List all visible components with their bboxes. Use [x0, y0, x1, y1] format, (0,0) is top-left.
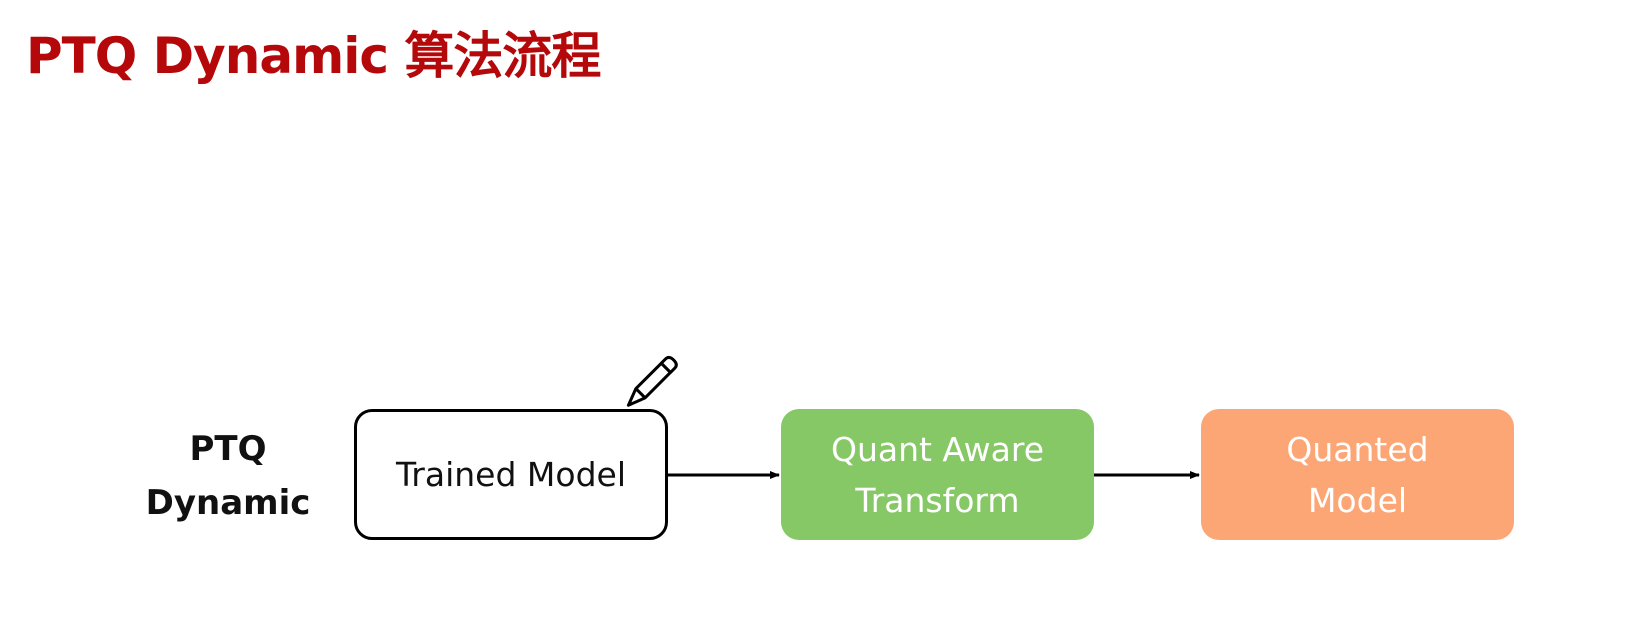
node-trained-model: Trained Model [354, 409, 668, 540]
node-trained-model-label: Trained Model [395, 455, 626, 494]
node-quanted-model: Quanted Model [1201, 409, 1514, 540]
row-label: PTQ Dynamic [128, 422, 328, 530]
node-quanted-label-line-1: Quanted [1286, 429, 1429, 469]
node-quant-aware-transform: Quant Aware Transform [781, 409, 1094, 540]
node-quanted-label-line-2: Model [1307, 480, 1408, 520]
pencil-icon[interactable] [610, 348, 690, 418]
row-label-line: PTQ [189, 429, 267, 469]
node-qat-label-line-2: Transform [855, 480, 1020, 520]
row-label-line: Dynamic [145, 483, 311, 523]
node-qat-label-line-1: Quant Aware [830, 429, 1045, 469]
page-title: PTQ Dynamic 算法流程 [26, 27, 601, 85]
